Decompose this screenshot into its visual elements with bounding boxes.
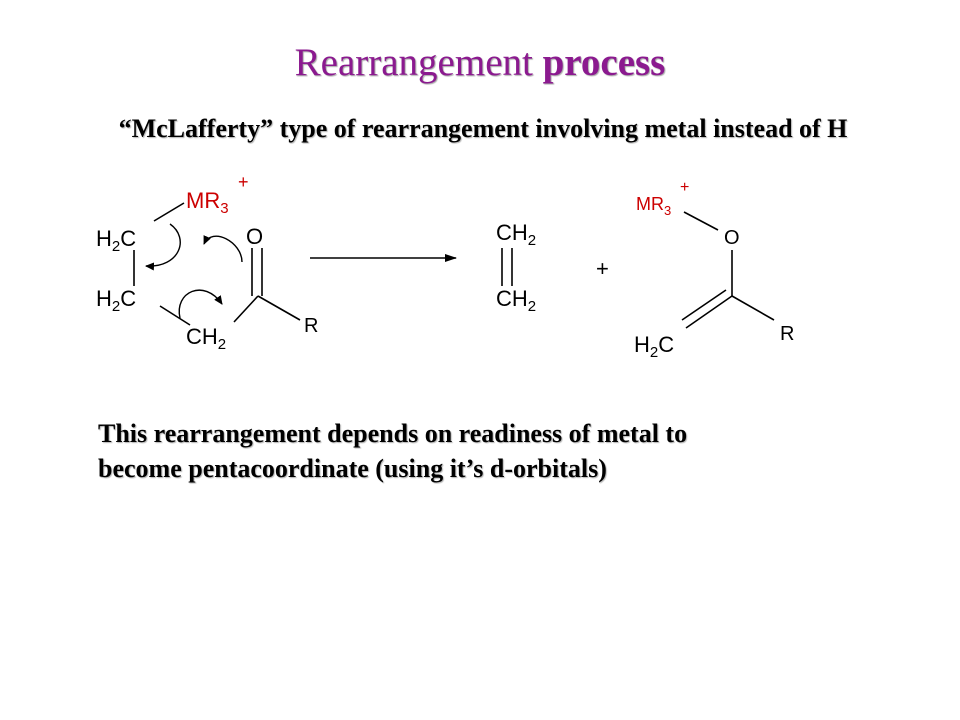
bond-ch2-carbonyl — [233, 295, 259, 323]
reactant-metal-charge: + — [238, 172, 249, 192]
explanation-note: This rearrangement depends on readiness … — [98, 416, 878, 486]
ethylene-product: CH2 CH2 — [496, 220, 536, 315]
reactant-metal-label: MR3 — [186, 188, 229, 217]
reactant-molecule: H2C H2C CH2 MR3 + O R — [96, 172, 318, 353]
bond-ch2-ch2-lower — [159, 305, 191, 326]
title-part-1: Rearrangement — [294, 41, 543, 84]
slide-subtitle: “McLafferty” type of rearrangement invol… — [118, 114, 848, 143]
enolate-metal-charge: + — [680, 179, 689, 196]
reactant-r-label: R — [304, 315, 318, 337]
bond-metal-ch2 — [153, 202, 185, 222]
reactant-ch2-label: CH2 — [186, 324, 226, 353]
reactant-oxygen-label: O — [246, 224, 263, 249]
enolate-oxygen-label: O — [724, 227, 740, 249]
enolate-h2c-label: H2C — [634, 332, 674, 361]
enolate-product: MR3 + O H2C R — [634, 179, 794, 361]
bond-carbonyl-r — [257, 295, 301, 321]
ethylene-bottom-label: CH2 — [496, 286, 536, 315]
title-part-2: process — [542, 41, 666, 84]
reactant-h2c-top-label: H2C — [96, 226, 136, 255]
bond-metal-oxygen — [683, 211, 719, 231]
note-line-1: This rearrangement depends on readiness … — [98, 419, 688, 448]
curved-arrow-left — [145, 223, 181, 271]
ethylene-top-label: CH2 — [496, 220, 536, 249]
bond-carbon-r — [731, 295, 775, 321]
enolate-double-bond-1 — [685, 295, 733, 329]
enolate-r-label: R — [780, 323, 794, 345]
enolate-double-bond-2 — [681, 289, 727, 321]
plus-sign: + — [596, 256, 609, 281]
curved-arrow-bottom — [178, 289, 223, 319]
slide-title: Rearrangement process — [0, 40, 960, 85]
enolate-metal-label: MR3 — [636, 194, 671, 218]
note-line-2: become pentacoordinate (using it’s d-orb… — [98, 454, 607, 483]
curved-arrow-right — [203, 235, 243, 263]
reactant-h2c-mid-label: H2C — [96, 286, 136, 315]
